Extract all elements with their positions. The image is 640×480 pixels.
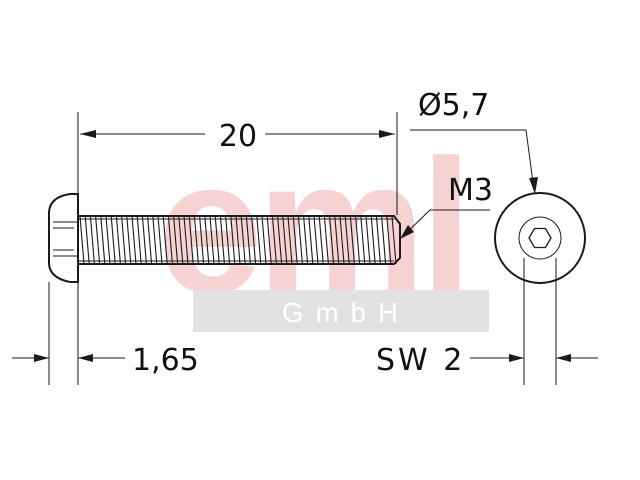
thread-line <box>178 215 184 265</box>
thread-line <box>173 215 179 265</box>
thread-line <box>240 215 246 265</box>
thread-line <box>349 215 355 265</box>
thread-line <box>157 215 163 265</box>
thread-line <box>266 215 272 265</box>
length-dimension: 20 <box>77 112 398 385</box>
thread-line <box>110 215 116 265</box>
thread-line <box>344 215 350 265</box>
thread-line <box>323 215 329 265</box>
length-label: 20 <box>219 119 257 154</box>
thread-line <box>225 215 231 265</box>
thread-line <box>162 215 168 265</box>
thread-line <box>167 215 173 265</box>
thread-line <box>95 215 101 265</box>
thread-line <box>256 215 262 265</box>
thread-line <box>375 215 381 265</box>
thread-line <box>318 215 324 265</box>
thread-line <box>282 215 288 265</box>
thread-line <box>277 215 283 265</box>
thread-line <box>365 215 371 265</box>
thread-line <box>199 215 205 265</box>
thread-line <box>334 215 340 265</box>
thread-line <box>339 215 345 265</box>
thread-line <box>230 215 236 265</box>
thread-line <box>214 215 220 265</box>
watermark: eml G m b H <box>157 121 489 333</box>
thread-line <box>136 215 142 265</box>
thread-line <box>261 215 267 265</box>
screw-side-view <box>48 193 401 283</box>
screw-shank <box>78 215 401 265</box>
thread-line <box>141 215 147 265</box>
head-height-label: 1,65 <box>132 343 199 378</box>
thread-line <box>391 215 397 265</box>
thread-line <box>152 215 158 265</box>
thread-line <box>313 215 319 265</box>
hex-socket <box>528 227 552 249</box>
thread-line <box>370 215 376 265</box>
thread-line <box>188 215 194 265</box>
thread-line <box>329 215 335 265</box>
head-circle <box>494 192 586 284</box>
thread-line <box>381 215 387 265</box>
diameter-dimension: Ø5,7 <box>410 88 538 194</box>
watermark-subtitle: G m b H <box>282 297 400 328</box>
thread-lines <box>79 215 397 265</box>
thread-line <box>204 215 210 265</box>
thread-line <box>100 215 106 265</box>
thread-line <box>121 215 127 265</box>
thread-line <box>183 215 189 265</box>
thread-line <box>79 215 85 265</box>
thread-line <box>271 215 277 265</box>
thread-line <box>297 215 303 265</box>
diameter-label: Ø5,7 <box>418 88 489 123</box>
thread-line <box>292 215 298 265</box>
thread-line <box>115 215 121 265</box>
thread-line <box>308 215 314 265</box>
watermark-bar <box>193 290 489 332</box>
thread-line <box>303 215 309 265</box>
thread-line <box>219 215 225 265</box>
thread-line <box>126 215 132 265</box>
thread-line <box>209 215 215 265</box>
screw-end-view <box>494 192 586 284</box>
thread-line <box>193 215 199 265</box>
thread-line <box>360 215 366 265</box>
thread-line <box>89 215 95 265</box>
thread-line <box>386 215 392 265</box>
thread-line <box>147 215 153 265</box>
thread-line <box>287 215 293 265</box>
thread-label: M3 <box>448 173 493 208</box>
thread-dimension: M3 <box>400 173 493 239</box>
thread-line <box>355 215 361 265</box>
thread-line <box>131 215 137 265</box>
head-height-dimension: 1,65 <box>12 282 199 385</box>
thread-line <box>235 215 241 265</box>
hex-key-dimension: SW 2 <box>376 258 598 385</box>
thread-line <box>84 215 90 265</box>
thread-line <box>105 215 111 265</box>
hex-key-label: SW 2 <box>376 343 465 378</box>
thread-line <box>245 215 251 265</box>
thread-line <box>251 215 257 265</box>
screw-head <box>48 193 79 283</box>
